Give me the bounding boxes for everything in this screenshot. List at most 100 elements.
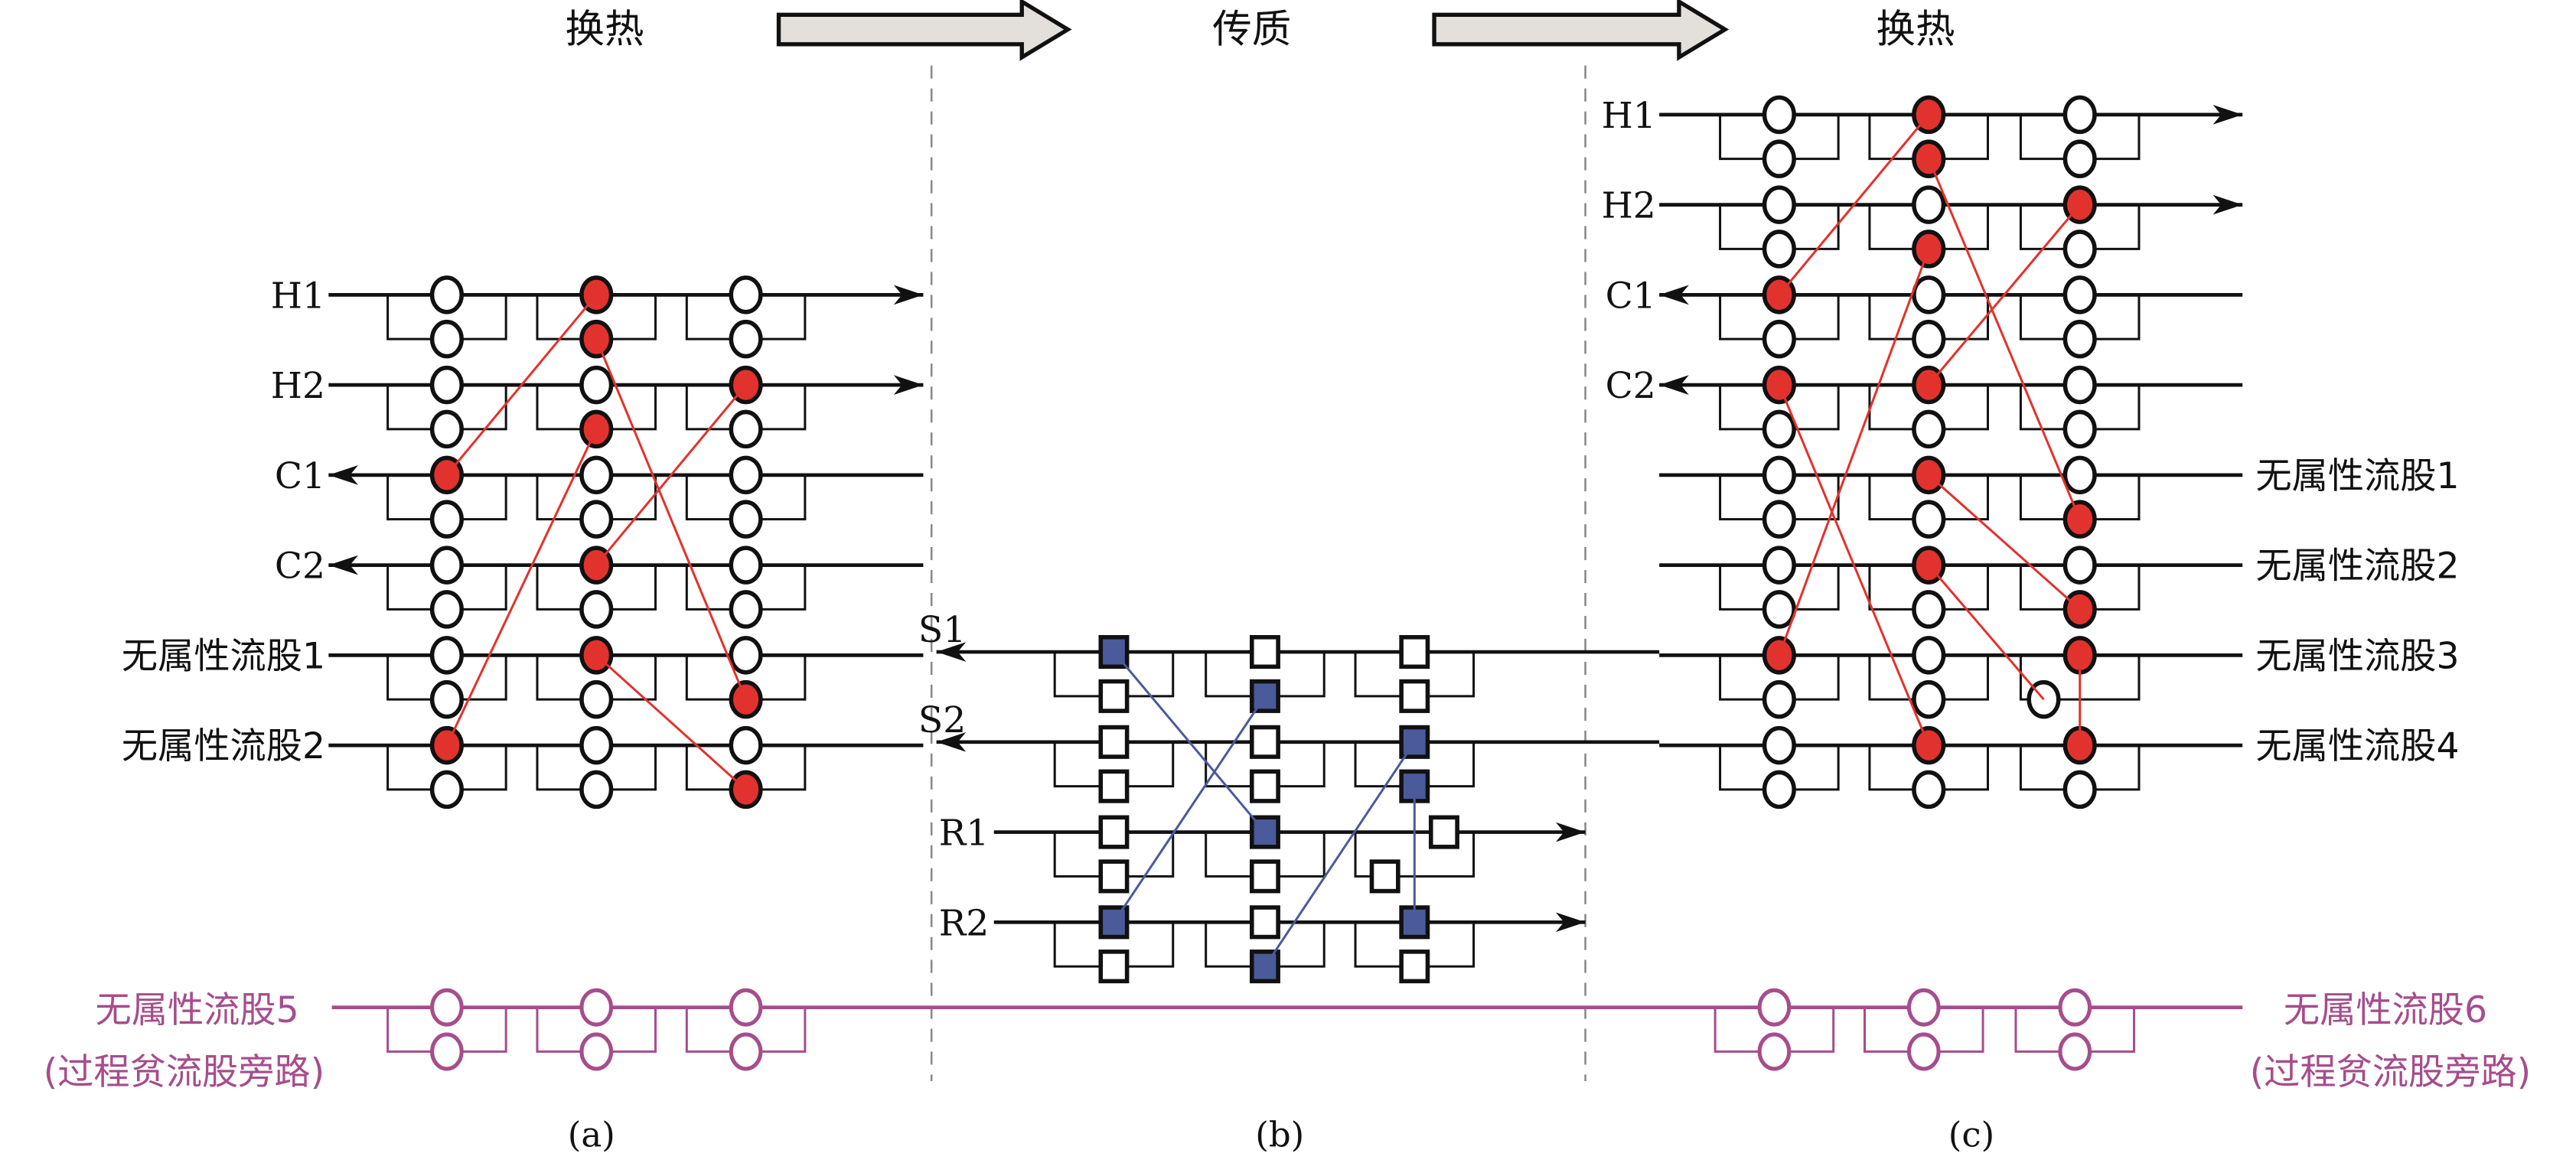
heat-exchanger-candidate — [2062, 770, 2097, 810]
mass-exchanger-candidate — [1098, 725, 1130, 759]
heat-exchanger-candidate — [729, 546, 763, 585]
heat-exchanger-candidate — [2062, 139, 2097, 178]
bypass-exchanger-candidate — [1757, 1032, 1792, 1071]
stream-无属性流股3: 无属性流股3 — [1659, 636, 2460, 719]
heat-exchanger-candidate — [579, 590, 614, 629]
heat-exchanger-candidate — [429, 679, 465, 719]
stream-label: 无属性流股4 — [2255, 725, 2459, 767]
heat-exchanger-candidate — [2062, 95, 2097, 135]
mass-exchanger-candidate — [1369, 859, 1400, 894]
heat-match-line — [1928, 204, 2081, 386]
bypass-exchanger-candidate — [2058, 988, 2092, 1027]
mass-exchanger-candidate — [1249, 769, 1280, 803]
caption-a: (a) — [568, 1115, 615, 1155]
heat-exchanger-candidate — [429, 365, 465, 405]
heat-exchanger-candidate — [729, 725, 763, 765]
heat-match-line — [445, 294, 598, 476]
arrow-right-icon — [1555, 822, 1586, 842]
bypass-stream-group — [331, 988, 2243, 1071]
heat-exchanger-candidate — [1762, 455, 1796, 495]
bypass-exchanger-candidate — [729, 1032, 763, 1071]
mass-exchanger-candidate — [1098, 815, 1130, 849]
stream-label: S2 — [918, 699, 966, 741]
bypass-exchanger-candidate — [1906, 988, 1941, 1027]
bypass-exchanger-candidate — [1906, 1032, 1941, 1071]
arrow-right-icon — [1555, 912, 1586, 933]
stream-label: H1 — [1602, 95, 1656, 137]
heat-exchanger-candidate — [1762, 95, 1796, 135]
stream-C2: C2 — [275, 546, 924, 629]
stream-label: R2 — [939, 902, 990, 944]
heat-exchanger-candidate — [429, 636, 465, 675]
heat-match-line — [1927, 158, 2082, 520]
heat-exchanger-candidate — [2062, 365, 2097, 405]
stage-c-title: 换热 — [1877, 7, 1955, 53]
mass-exchanger-candidate — [1428, 815, 1459, 849]
stream-C1: C1 — [275, 455, 924, 539]
heat-exchanger-candidate — [2062, 455, 2097, 495]
mass-exchanger-candidate — [1098, 950, 1130, 984]
heat-exchanger-candidate — [1912, 319, 1946, 359]
bypass-exchanger-candidate — [579, 988, 614, 1027]
bypass-exchanger-candidate — [430, 1032, 464, 1071]
heat-match-line — [1778, 248, 1930, 656]
stream-label: H2 — [1602, 185, 1656, 227]
heat-match-line — [1928, 564, 2045, 701]
stream-无属性流股2: 无属性流股2 — [122, 725, 924, 810]
heat-exchanger-candidate — [1762, 770, 1796, 810]
heat-exchanger-candidate — [429, 275, 465, 314]
arrow-right-icon — [893, 285, 924, 305]
heat-exchanger-candidate — [579, 725, 614, 765]
heat-exchanger-candidate — [1762, 230, 1796, 269]
bypass-exchanger-candidate — [430, 988, 464, 1027]
mass-exchanger-candidate — [1249, 859, 1280, 894]
stream-无属性流股2: 无属性流股2 — [1659, 546, 2460, 629]
heat-exchanger-candidate — [1762, 590, 1796, 629]
heat-exchanger-candidate — [1912, 636, 1946, 675]
stream-label: R1 — [939, 813, 990, 855]
arrow-left-icon — [328, 555, 358, 575]
stream-R2: R2 — [939, 902, 1586, 984]
mass-exchanger-active — [1249, 679, 1280, 713]
stream-label: 无属性流股1 — [2255, 455, 2459, 497]
heat-match-line — [1778, 384, 1930, 746]
heat-match-line — [445, 428, 598, 746]
stream-label: 无属性流股2 — [2255, 546, 2459, 588]
heat-exchanger-candidate — [1762, 319, 1796, 359]
heat-exchanger-candidate — [729, 409, 763, 449]
stream-R1: R1 — [939, 813, 1586, 894]
heat-exchanger-candidate — [2062, 275, 2097, 314]
stream-C1: C1 — [1606, 275, 2243, 359]
stream-S1: S1 — [918, 609, 1586, 713]
mass-exchanger-candidate — [1098, 859, 1130, 894]
stream-C2: C2 — [1606, 365, 2243, 449]
arrow-left-icon — [936, 731, 967, 752]
heat-match-line — [595, 654, 747, 791]
heat-match-line — [595, 338, 747, 700]
mass-exchanger-candidate — [1249, 905, 1280, 940]
mass-exchanger-active — [1399, 769, 1430, 803]
stage-b-title: 传质 — [1212, 7, 1291, 53]
mass-exchanger-candidate — [1098, 769, 1130, 803]
heat-exchanger-candidate — [579, 455, 614, 495]
heat-exchanger-candidate — [1762, 409, 1796, 449]
arrow-left-icon — [1659, 285, 1689, 305]
stream-label: H1 — [271, 275, 325, 318]
heat-exchanger-candidate — [429, 546, 465, 585]
stream-无属性流股1: 无属性流股1 — [122, 636, 924, 719]
heat-exchanger-candidate — [729, 455, 763, 495]
bypass-right-label-line2: (过程贫流股旁路) — [2250, 1051, 2531, 1093]
stream-label: 无属性流股1 — [122, 636, 325, 678]
stage-a-title: 换热 — [565, 7, 644, 53]
heat-exchanger-candidate — [2062, 230, 2097, 269]
heat-exchanger-candidate — [1762, 500, 1796, 539]
heat-exchanger-candidate — [579, 365, 614, 405]
mass-exchanger-candidate — [1399, 950, 1430, 984]
heat-exchanger-candidate — [1912, 409, 1946, 449]
mass-exchanger-candidate — [1399, 679, 1430, 713]
heat-exchanger-candidate — [2062, 409, 2097, 449]
mass-match-line — [1264, 741, 1416, 967]
